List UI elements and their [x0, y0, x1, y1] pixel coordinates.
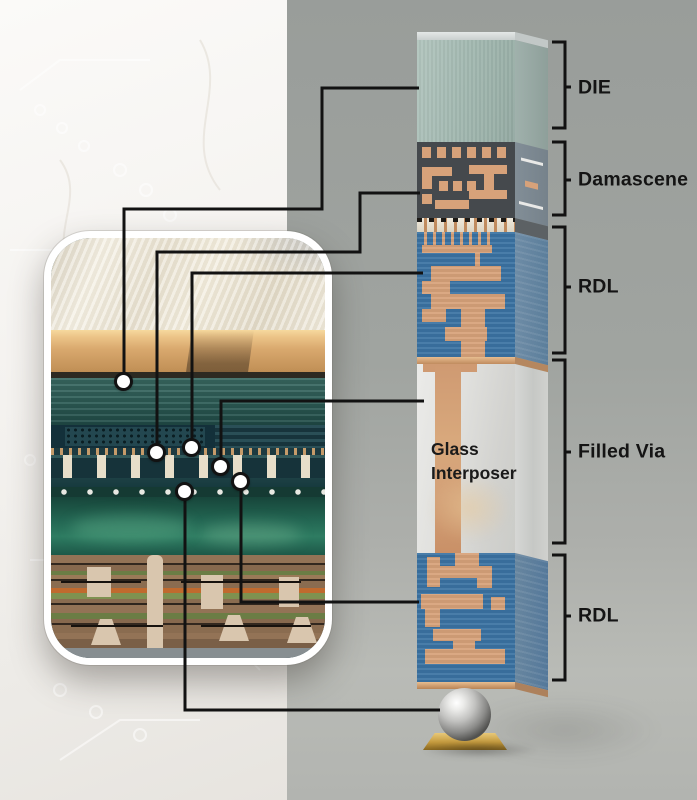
- pillar-rdl-bottom-front: [417, 553, 515, 682]
- pillar-rdl-top-front: [417, 232, 515, 357]
- micrograph-metal-band: [51, 330, 325, 372]
- pillar-glass-front: [417, 364, 515, 553]
- micrograph-dot-grid: [65, 427, 205, 446]
- callout-line-filled-via: [219, 399, 424, 459]
- glass-warm-glow: [427, 473, 511, 543]
- layer-label-filled-via: Filled Via: [578, 440, 666, 463]
- glass-label-line2: Interposer: [431, 463, 517, 483]
- bracket-die: [552, 40, 571, 130]
- pillar-top-rim: [417, 32, 515, 40]
- layer-label-damascene: Damascene: [578, 168, 689, 191]
- substrate-trace: [61, 581, 141, 583]
- substrate-via: [279, 577, 299, 607]
- callout-line-damascene: [155, 191, 420, 445]
- callout-marker-filled-via: [211, 457, 230, 476]
- callout-line-die: [122, 86, 419, 374]
- micrograph-base: [51, 648, 325, 658]
- solder-ball: [438, 688, 491, 741]
- pillar-copper-seed-top: [417, 357, 515, 364]
- callout-line-rdl-bottom: [239, 490, 419, 604]
- micrograph-glass-region: [51, 497, 325, 555]
- callout-marker-damascene: [147, 443, 166, 462]
- layer-label-rdl-bottom: RDL: [578, 604, 619, 627]
- micrograph-edge-line: [51, 372, 325, 378]
- micrograph-stripe-texture: [215, 425, 325, 448]
- callout-line-solder-ball: [183, 500, 440, 712]
- glass-reflection: [201, 523, 301, 545]
- callout-marker-solder-ball: [175, 482, 194, 501]
- pillar-damascene-front: [417, 142, 515, 218]
- ball-shadow: [420, 742, 538, 758]
- substrate-via: [147, 555, 163, 648]
- bga-gold-pad: [423, 733, 507, 750]
- pillar-die-front: [417, 40, 515, 142]
- layer-label-rdl-top: RDL: [578, 275, 619, 298]
- substrate-trace: [201, 625, 311, 627]
- glass-interposer-label: Glass Interposer: [431, 437, 517, 485]
- pillar-microbump-row: [417, 218, 515, 232]
- callout-marker-rdl-bottom: [231, 472, 250, 491]
- damascene-copper-pattern: [422, 147, 507, 209]
- glass-reflection: [71, 515, 191, 541]
- glass-label-line1: Glass: [431, 439, 479, 459]
- callout-marker-rdl-top: [182, 438, 201, 457]
- pillar-copper-seed-bottom: [417, 682, 515, 689]
- layer-label-die: DIE: [578, 76, 612, 99]
- bracket-damascene: [552, 140, 571, 217]
- callout-marker-die: [114, 372, 133, 391]
- micrograph-damascene-region: [51, 425, 325, 448]
- bracket-filled-via: [552, 358, 571, 545]
- bracket-rdl-bottom: [552, 553, 571, 682]
- microbump-caps: [417, 218, 515, 222]
- floor-shadow: [470, 700, 660, 760]
- substrate-trace: [71, 625, 163, 627]
- callout-line-rdl-top: [190, 271, 423, 440]
- substrate-via: [201, 575, 223, 609]
- bracket-rdl-top: [552, 225, 571, 355]
